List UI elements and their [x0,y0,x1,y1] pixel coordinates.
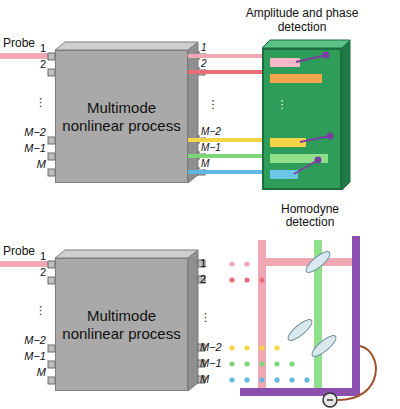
detector-sign [327,399,333,401]
mode-number: 2 [14,58,46,70]
photon-dot [259,377,264,382]
port [48,69,55,76]
mode-number: 1 [14,250,46,262]
panel-face [262,48,342,190]
amplitude-bar [270,170,298,179]
port [48,261,55,268]
mode-number: M−2 [14,334,46,346]
panel-side-face [342,40,350,190]
photon-dot [244,377,249,382]
mode-number: M [200,158,210,169]
port [48,277,55,284]
phase-stick [300,136,330,142]
detection-panel: Amplitude and phase detection [262,48,342,190]
output-beam [188,170,262,174]
phase-dot [315,157,322,164]
photon-dot [229,361,234,366]
box-label: Multimode nonlinear process [62,99,181,135]
photon-dot [244,361,249,366]
detector [323,393,337,407]
mode-number: M−2 [200,341,226,353]
detector-wire [338,346,376,400]
photon-dot [229,261,234,266]
port [48,345,55,352]
mode-number: M−1 [14,142,46,154]
box-top-face [55,42,198,50]
box-top-face [55,250,198,258]
mode-number: 2 [200,273,226,285]
photon-dot [304,377,309,382]
mode-number: 2 [14,266,46,278]
port [48,377,55,384]
local-oscillator-beam [258,258,356,266]
photon-dot [259,345,264,350]
mode-number: M [14,158,46,170]
mode-ellipsis: ⋮ [198,98,228,110]
photon-dot [229,377,234,382]
mode-number: M−2 [14,126,46,138]
mode-ellipsis: ⋮ [272,98,292,110]
process-box: Multimode nonlinear process [55,258,188,391]
port [48,53,55,60]
panel-top-face [262,40,350,48]
box-side-face [188,250,198,391]
mode-number: M−2 [200,126,222,137]
box-label: Multimode nonlinear process [62,307,181,343]
port [48,137,55,144]
photon-dot [289,361,294,366]
photon-dot [259,277,264,282]
phase-stick [294,160,318,174]
detector-arm [240,388,360,396]
photon-dot [244,277,249,282]
photon-dot [244,261,249,266]
mode-number: ⋮ [14,304,46,316]
port [48,169,55,176]
photon-dot [289,377,294,382]
mode-number: 1 [200,42,208,53]
phase-dot [323,52,330,59]
beam-splitter [303,249,332,276]
section-title: Homodyne detection [262,203,358,229]
mode-number: ⋮ [200,311,226,323]
panel-heading: Amplitude and phase detection [222,6,382,35]
photon-dot [274,361,279,366]
mode-number: M−1 [200,357,226,369]
mode-number: M [200,373,226,385]
phase-stick [296,55,326,62]
mode-number: M [14,366,46,378]
detector-arm [352,236,360,396]
photon-dot [274,377,279,382]
beam-splitter [309,333,338,360]
phase-dot [327,133,334,140]
box-side-face [188,42,198,183]
mode-number: 1 [14,42,46,54]
port [48,361,55,368]
photon-dot [274,345,279,350]
amplitude-bar [270,74,322,83]
photon-dot [229,345,234,350]
port [48,153,55,160]
photon-dot [229,277,234,282]
mode-number: M−1 [200,142,222,153]
amplitude-bar [270,154,328,163]
mode-number: ⋮ [14,96,46,108]
mode-number: M−1 [14,350,46,362]
beam-splitter [285,317,314,344]
output-beam [188,70,262,74]
photon-dot [259,361,264,366]
amplitude-bar [270,58,300,67]
photon-dot [244,345,249,350]
mode-number: 1 [200,257,226,269]
process-box: Multimode nonlinear process [55,50,188,183]
mode-number: 2 [200,58,208,69]
